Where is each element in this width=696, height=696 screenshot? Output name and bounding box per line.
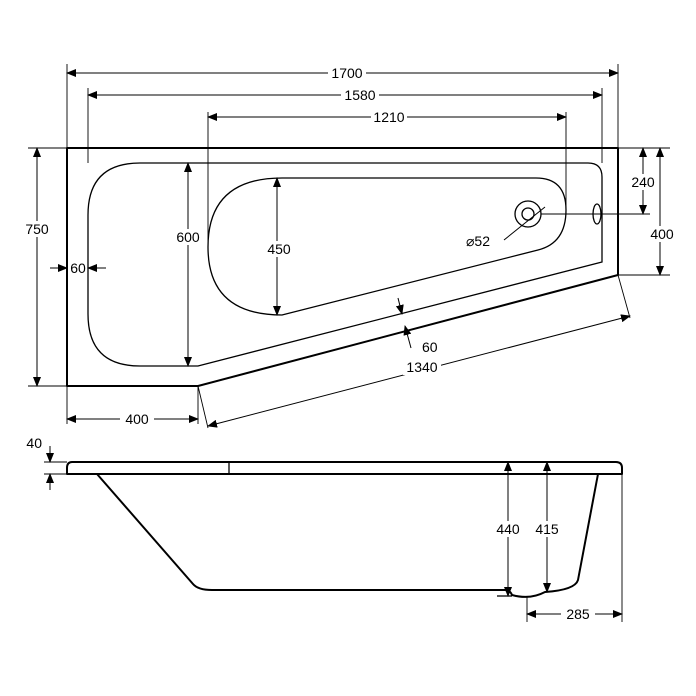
label-side-waste-offset: 285 (566, 606, 590, 622)
tub-rim-profile (66, 461, 623, 475)
label-end-width: 400 (650, 226, 674, 242)
label-rim-width-angled: 60 (422, 339, 438, 355)
label-rim-height: 40 (26, 435, 42, 451)
label-overall-depth: 440 (496, 521, 520, 537)
plan-view: 1700 1580 1210 750 60 600 450 240 400 (22, 64, 679, 429)
leader-waste-diameter (503, 206, 546, 241)
label-inner-length: 1580 (344, 87, 375, 103)
label-angled-side: 1340 (406, 359, 437, 375)
tub-basin (207, 177, 567, 316)
label-overall-width: 750 (25, 221, 49, 237)
label-waste-offset: 240 (631, 174, 655, 190)
label-overall-length: 1700 (331, 65, 362, 81)
side-view: 40 440 415 285 (26, 435, 623, 622)
dim-line-rim-width-angled (395, 297, 404, 315)
label-foot-end-width: 400 (125, 411, 149, 427)
label-basin-width: 450 (267, 241, 291, 257)
label-basin-depth: 415 (535, 521, 559, 537)
tub-inner-rim (87, 162, 603, 367)
label-rim-width: 60 (70, 260, 86, 276)
label-inner-width: 600 (176, 229, 200, 245)
label-basin-length: 1210 (373, 109, 404, 125)
tub-outer-outline (66, 147, 619, 387)
label-waste-diameter: ⌀52 (466, 233, 490, 249)
